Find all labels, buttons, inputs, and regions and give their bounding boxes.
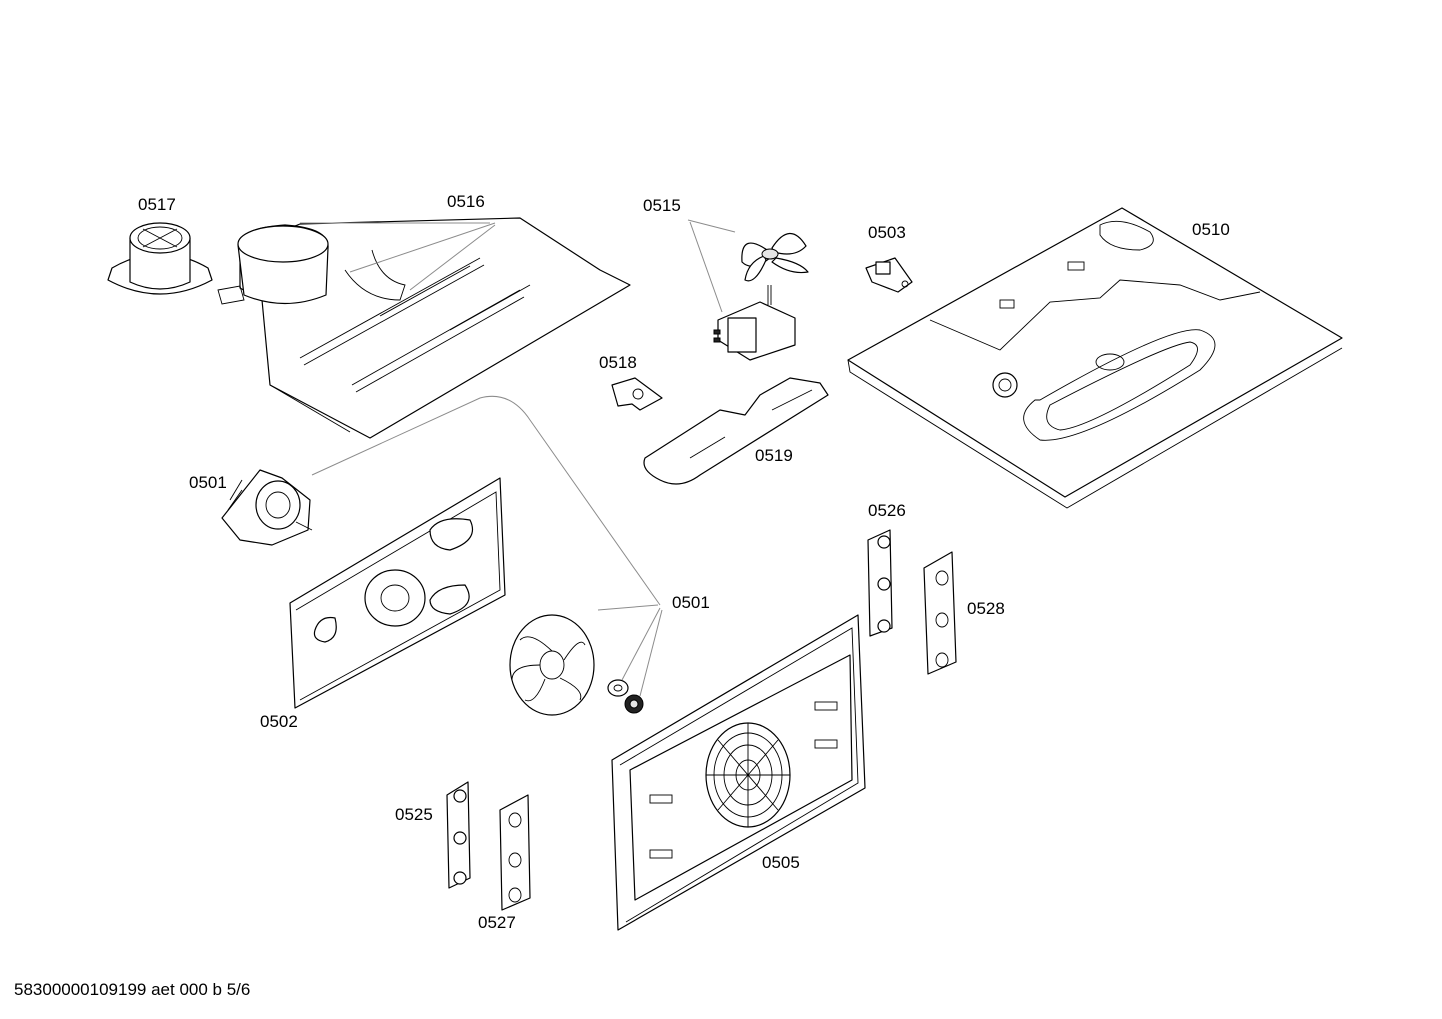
- part-0516-fan-duct[interactable]: [217, 217, 631, 439]
- label-0517: 0517: [138, 195, 176, 214]
- label-0528: 0528: [967, 599, 1005, 618]
- part-0510-top-plate[interactable]: [847, 207, 1343, 509]
- label-0519: 0519: [755, 446, 793, 465]
- label-0502: 0502: [260, 712, 298, 731]
- label-0526: 0526: [868, 501, 906, 520]
- part-0502-rear-wall[interactable]: [289, 477, 506, 709]
- label-0525: 0525: [395, 805, 433, 824]
- part-0515-cooling-fan-motor[interactable]: [713, 232, 809, 361]
- label-0527: 0527: [478, 913, 516, 932]
- part-0527-side-bracket[interactable]: [499, 794, 531, 911]
- part-0519-support-plate[interactable]: [643, 377, 829, 485]
- label-0515: 0515: [643, 196, 681, 215]
- part-0517-fan-ring[interactable]: [107, 222, 213, 295]
- part-0518-small-bracket[interactable]: [611, 377, 663, 411]
- label-0510: 0510: [1192, 220, 1230, 239]
- label-0501-fan: 0501: [672, 593, 710, 612]
- label-0501-motor: 0501: [189, 473, 227, 492]
- leader-lines: [300, 219, 736, 697]
- part-0501-convection-motor[interactable]: [221, 469, 313, 546]
- part-0501-fan-wheel[interactable]: [509, 614, 644, 716]
- part-0503-thermostat[interactable]: [865, 257, 913, 293]
- drawing-reference-number: 58300000109199 aet 000 b 5/6: [14, 980, 251, 999]
- part-0525-side-rail[interactable]: [446, 781, 471, 889]
- label-0505: 0505: [762, 853, 800, 872]
- label-0518: 0518: [599, 353, 637, 372]
- part-0505-cavity-panel[interactable]: [611, 614, 866, 931]
- part-0526-side-rail[interactable]: [867, 529, 893, 637]
- label-0503: 0503: [868, 223, 906, 242]
- label-0516: 0516: [447, 192, 485, 211]
- part-0528-side-bracket[interactable]: [923, 551, 957, 675]
